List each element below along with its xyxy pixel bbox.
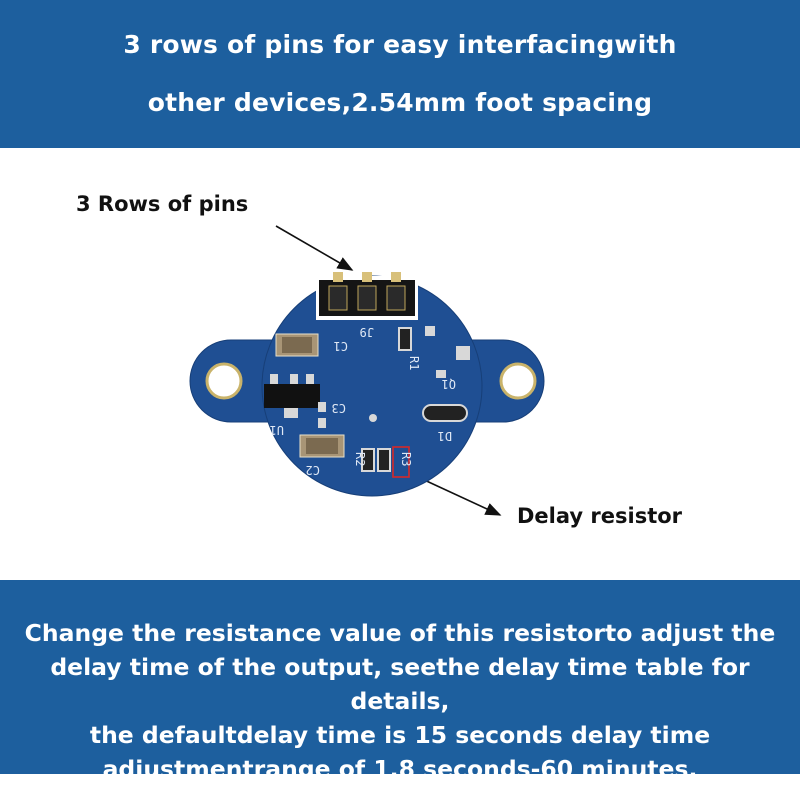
- header-line-2: other devices,2.54mm foot spacing: [147, 88, 653, 117]
- product-illustration: J9 C1 R1 Q1 C3 U1 D1 C2 R2 R3 3 Rows of …: [0, 148, 800, 580]
- footer-line-4: adjustmentrange of 1.8 seconds-60 minute…: [102, 755, 698, 783]
- silk-q1: Q1: [442, 377, 456, 391]
- delay-arrow: [419, 477, 502, 516]
- pcb-components: [264, 326, 470, 478]
- silk-j9: J9: [360, 325, 374, 339]
- footer-description: Change the resistance value of this resi…: [10, 616, 790, 786]
- footer-banner: Change the resistance value of this resi…: [0, 580, 800, 783]
- silk-r3: R3: [399, 452, 413, 466]
- pins-arrow: [275, 225, 354, 271]
- silk-r2: R2: [353, 452, 367, 466]
- pcb-board-illustration: J9 C1 R1 Q1 C3 U1 D1 C2 R2 R3: [189, 225, 545, 516]
- silk-d1: D1: [438, 429, 452, 443]
- pins-label: 3 Rows of pins: [76, 192, 249, 216]
- delay-resistor-label: Delay resistor: [517, 504, 683, 528]
- silk-u1: U1: [270, 423, 284, 437]
- pin-header: [316, 272, 418, 320]
- delay-resistor-highlight: [392, 446, 410, 478]
- footer-line-1: Change the resistance value of this resi…: [24, 619, 776, 647]
- header-banner: 3 rows of pins for easy interfacingwith …: [0, 0, 800, 148]
- silk-c2: C2: [306, 463, 320, 477]
- header-line-1: 3 rows of pins for easy interfacingwith: [123, 30, 677, 59]
- footer-line-3: the defaultdelay time is 15 seconds dela…: [89, 721, 711, 749]
- silk-r1: R1: [407, 356, 421, 370]
- silk-c3: C3: [332, 401, 346, 415]
- silk-c1: C1: [334, 339, 348, 353]
- pcb-silkscreen: J9 C1 R1 Q1 C3 U1 D1 C2 R2 R3: [270, 325, 456, 477]
- footer-line-2: delay time of the output, seethe delay t…: [50, 653, 750, 715]
